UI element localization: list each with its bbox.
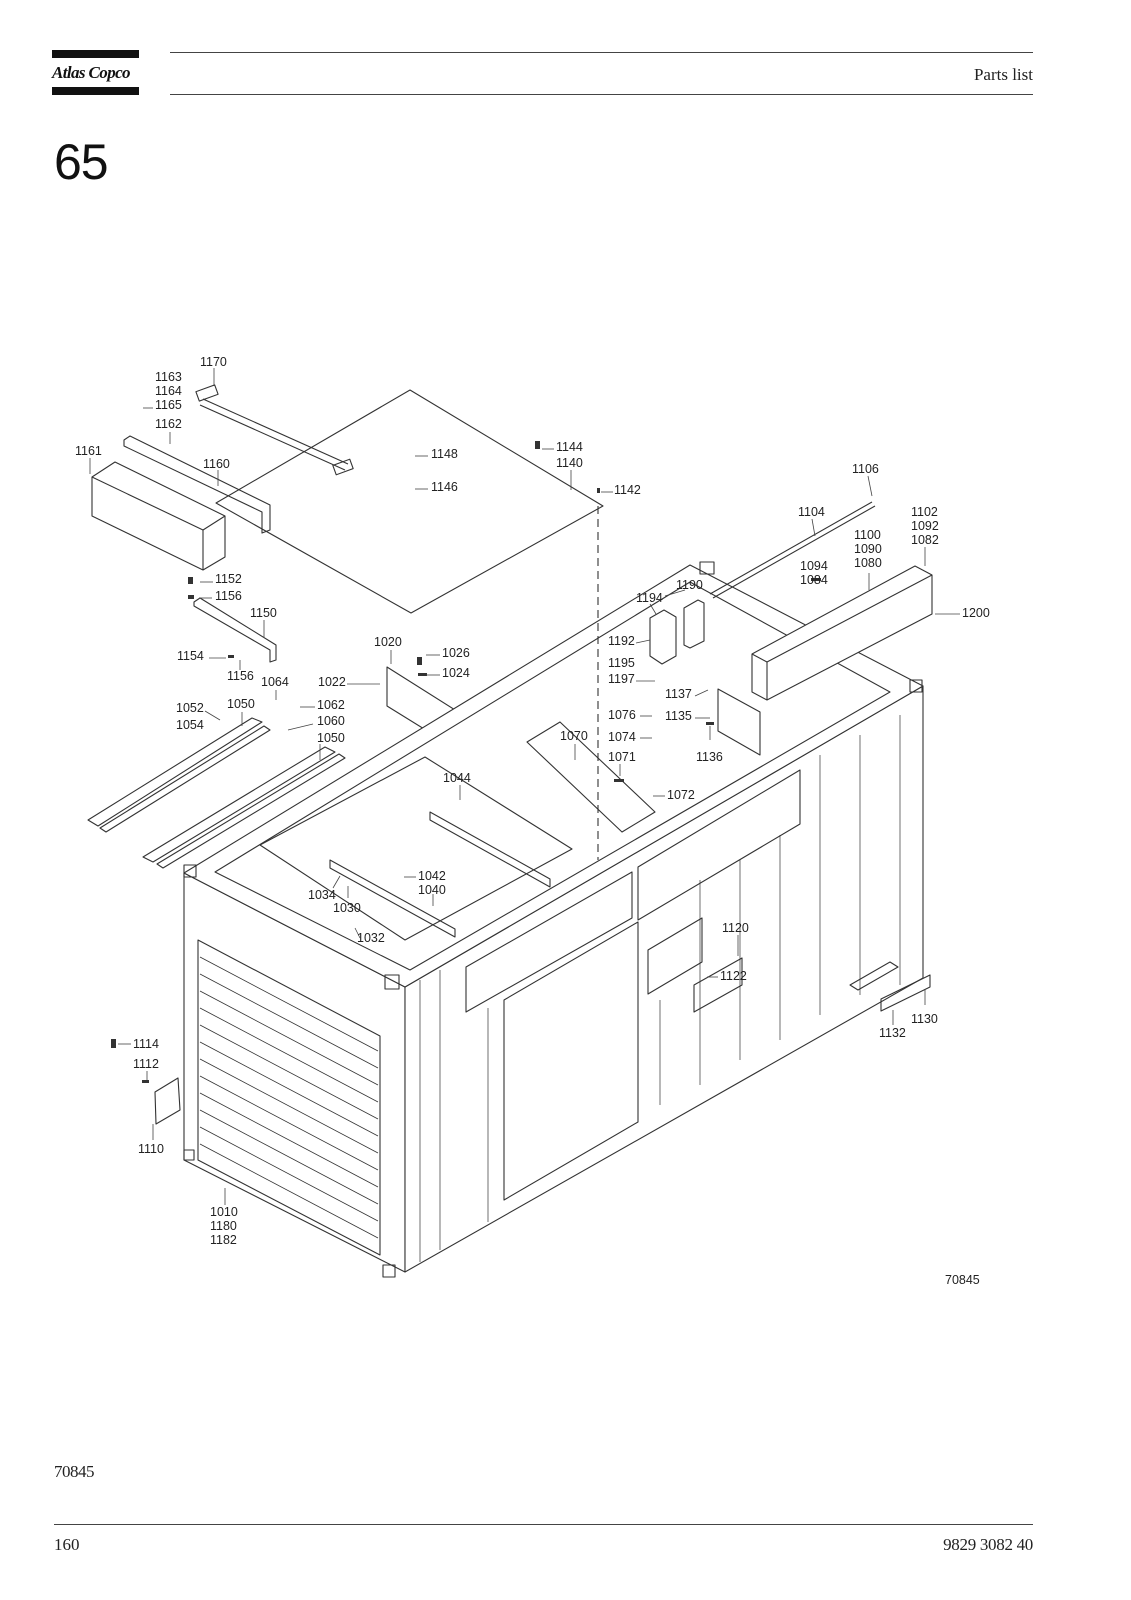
- header-rule-top: [170, 52, 1033, 53]
- callout-1071: 1071: [608, 750, 636, 764]
- callout-1200: 1200: [962, 606, 990, 620]
- callout-1192: 1192: [608, 634, 635, 648]
- callout-1190: 1190: [676, 578, 703, 592]
- exhaust-silencer: [751, 565, 933, 701]
- callout-1106: 1106: [852, 462, 879, 476]
- callout-1020: 1020: [374, 635, 402, 649]
- callout-1024: 1024: [442, 666, 470, 680]
- callout-1182: 1182: [210, 1233, 237, 1247]
- callout-1090: 1090: [854, 542, 882, 556]
- callout-1164: 1164: [155, 384, 182, 398]
- callout-1170: 1170: [200, 355, 227, 369]
- callout-1010: 1010: [210, 1205, 238, 1219]
- callout-1026: 1026: [442, 646, 470, 660]
- callout-1092: 1092: [911, 519, 939, 533]
- section-number: 65: [54, 134, 109, 190]
- callout-1054: 1054: [176, 718, 204, 732]
- header-title: Parts list: [973, 65, 1033, 84]
- figure-reference: 70845: [54, 1462, 95, 1481]
- callout-1022: 1022: [318, 675, 346, 689]
- callout-1044: 1044: [443, 771, 471, 785]
- logo-bar-top: [52, 50, 139, 58]
- callout-1070: 1070: [560, 729, 588, 743]
- callout-1100: 1100: [854, 528, 881, 542]
- callout-1052: 1052: [176, 701, 204, 715]
- callout-1197: 1197: [608, 672, 635, 686]
- callout-1132: 1132: [879, 1026, 906, 1040]
- callout-1180: 1180: [210, 1219, 237, 1233]
- callout-1062: 1062: [317, 698, 345, 712]
- container-door: [503, 921, 639, 1201]
- footer-rule: [54, 1524, 1033, 1525]
- callout-1160: 1160: [203, 457, 230, 471]
- callout-1102: 1102: [911, 505, 938, 519]
- callout-1161: 1161: [75, 444, 102, 458]
- callout-1144: 1144: [556, 440, 583, 454]
- callout-1050-lower: 1050: [317, 731, 345, 745]
- callout-1136: 1136: [696, 750, 723, 764]
- callout-1030: 1030: [333, 901, 361, 915]
- atlas-copco-logo: Atlas Copco: [52, 50, 139, 95]
- callout-1156-upper: 1156: [215, 589, 242, 603]
- callout-1060: 1060: [317, 714, 345, 728]
- callout-1156-lower: 1156: [227, 669, 254, 683]
- callout-1148: 1148: [431, 447, 458, 461]
- callout-1135: 1135: [665, 709, 692, 723]
- callout-1082: 1082: [911, 533, 939, 547]
- callout-1120: 1120: [722, 921, 749, 935]
- rail-1050-left: [87, 717, 263, 827]
- callout-1074: 1074: [608, 730, 636, 744]
- rail-1050-right: [142, 746, 336, 863]
- callout-1162: 1162: [155, 417, 182, 431]
- logo-wordmark: Atlas Copco: [52, 63, 131, 82]
- callout-1034: 1034: [308, 888, 336, 902]
- document-number: 9829 3082 40: [943, 1535, 1033, 1554]
- callout-1114: 1114: [133, 1037, 159, 1051]
- callout-1142: 1142: [614, 483, 641, 497]
- callout-1042: 1042: [418, 869, 446, 883]
- callout-1040: 1040: [418, 883, 446, 897]
- callout-1112: 1112: [133, 1057, 159, 1071]
- cover-box: [91, 461, 226, 571]
- callout-1110: 1110: [138, 1142, 164, 1156]
- callout-1032: 1032: [357, 931, 385, 945]
- logo-bar-bottom: [52, 87, 139, 95]
- callout-1150: 1150: [250, 606, 277, 620]
- exploded-parts-drawing: 1170 1163 1164 1165 1162 1161 1160 1148 …: [75, 355, 990, 1287]
- callout-1094: 1094: [800, 559, 828, 573]
- callout-1146: 1146: [431, 480, 458, 494]
- callout-1152: 1152: [215, 572, 242, 586]
- callout-1195: 1195: [608, 656, 635, 670]
- callout-1165: 1165: [155, 398, 182, 412]
- callout-1080: 1080: [854, 556, 882, 570]
- callout-1104: 1104: [798, 505, 825, 519]
- callout-1076: 1076: [608, 708, 636, 722]
- callout-1050-upper: 1050: [227, 697, 255, 711]
- roof-panel: [215, 389, 604, 614]
- page-number: 160: [54, 1535, 80, 1554]
- callout-1064: 1064: [261, 675, 289, 689]
- callout-1137: 1137: [665, 687, 692, 701]
- callout-1122: 1122: [720, 969, 747, 983]
- callout-1163: 1163: [155, 370, 182, 384]
- callout-1130: 1130: [911, 1012, 938, 1026]
- front-louvre: [197, 939, 381, 1256]
- callout-1154: 1154: [177, 649, 204, 663]
- header-rule-bottom: [170, 94, 1033, 95]
- drawing-number: 70845: [945, 1273, 980, 1287]
- callout-1084: 1084: [800, 573, 828, 587]
- callout-1140: 1140: [556, 456, 583, 470]
- callout-1194: 1194: [636, 591, 663, 605]
- callout-1072: 1072: [667, 788, 695, 802]
